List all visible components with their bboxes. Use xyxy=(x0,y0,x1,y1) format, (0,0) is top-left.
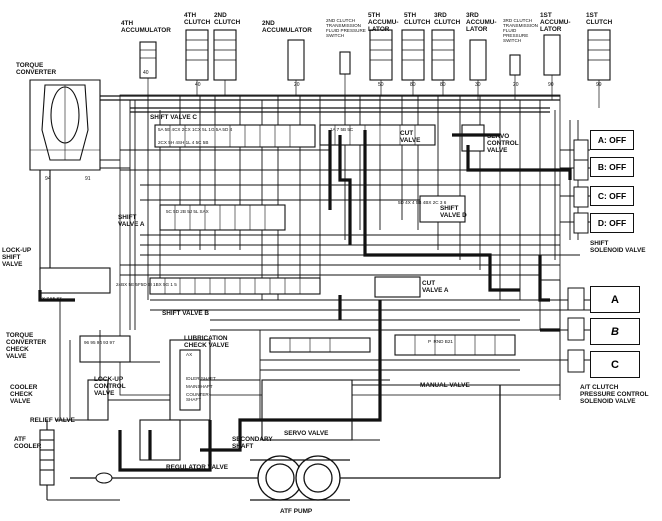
servo-valve-label: SERVO VALVE xyxy=(284,430,329,437)
clutch-1st-label: 1ST CLUTCH xyxy=(586,12,613,26)
shift-valve-d-label: SHIFT VALVE D xyxy=(440,205,467,219)
lube-mainshaft-label: MAINSHAFT xyxy=(186,384,213,389)
accumulator-1st-label: 1ST ACCUMU- LATOR xyxy=(540,12,571,33)
lube-ax-label: AX xyxy=(186,352,193,357)
accumulator-3rd-label: 3RD ACCUMU- LATOR xyxy=(466,12,497,33)
line-number: 80 xyxy=(440,82,446,88)
lube-idler-shaft-label: IDLER SHAFT xyxy=(186,376,216,381)
servo-control-valve-label: SERVO CONTROL VALVE xyxy=(487,133,519,154)
pressure-control-c: C xyxy=(590,351,640,378)
atf-pump-label: ATF PUMP xyxy=(280,508,313,515)
lockup-shift-valve-ports: X 7 55 83 xyxy=(42,296,62,301)
lube-countershaft-label: COUNTER- SHAFT xyxy=(186,392,211,402)
cut-valve-a-label: CUT VALVE A xyxy=(422,280,449,294)
cut-valve-ports: 1A 7 5B 5C xyxy=(330,127,354,132)
pressure-control-a: A xyxy=(590,286,640,313)
relief-valve-label: RELIEF VALVE xyxy=(30,417,75,424)
manual-valve-label: MANUAL VALVE xyxy=(420,382,470,389)
line-number: 50 xyxy=(378,82,384,88)
accumulator-2nd-label: 2ND ACCUMULATOR xyxy=(262,20,312,34)
shift-solenoid-valve-label: SHIFT SOLENOID VALVE xyxy=(590,240,646,254)
lubrication-check-valve-label: LUBRICATION CHECK VALVE xyxy=(184,335,229,349)
tc-check-valve-label: TORQUE CONVERTER CHECK VALVE xyxy=(6,332,47,360)
solenoid-c-state: C: OFF xyxy=(590,186,634,206)
shift-valve-d-ports: 5D 4X 4 5B 4BX 2C 3 6 xyxy=(398,200,447,205)
accumulator-5th-label: 5TH ACCUMU- LATOR xyxy=(368,12,399,33)
solenoid-d-state: D: OFF xyxy=(590,213,634,233)
shift-valve-b-ports: 24BX 5E 5F5D 5I 1BX 5G 1 5 xyxy=(116,282,177,287)
at-clutch-pcsv-label: A/T CLUTCH PRESSURE CONTROL SOLENOID VAL… xyxy=(580,384,649,405)
clutch-4th-label: 4TH CLUTCH xyxy=(184,12,211,26)
line-number: 40 xyxy=(195,82,201,88)
shift-valve-c-ports-lower: 2CX 5H 4SH 1L 4 5C 5B xyxy=(158,140,209,145)
cut-valve-label: CUT VALVE xyxy=(400,130,421,144)
line-number: 91 xyxy=(85,176,91,182)
shift-valve-c-ports: 5A 5E 4CX 2CX 1CX 5L 1G 5A 5D 4 xyxy=(158,127,233,132)
line-number: 80 xyxy=(410,82,416,88)
lockup-shift-valve-label: LOCK-UP SHIFT VALVE xyxy=(2,247,32,268)
line-number: 90 xyxy=(548,82,554,88)
shift-valve-c-label: SHIFT VALVE C xyxy=(150,114,197,121)
pressure-switch-3rd-label: 3RD CLUTCH TRANSMISSION FLUID PRESSURE S… xyxy=(503,18,538,43)
clutch-3rd-label: 3RD CLUTCH xyxy=(434,12,461,26)
clutch-2nd-label: 2ND CLUTCH xyxy=(214,12,241,26)
shift-valve-a-ports: 5C 5D 2B 5J 5L SAX xyxy=(166,209,209,214)
solenoid-b-state: B: OFF xyxy=(590,157,634,177)
atf-cooler-label: ATF COOLER xyxy=(14,436,42,450)
line-number: 20 xyxy=(294,82,300,88)
line-number: 99 xyxy=(596,82,602,88)
line-number: 94 xyxy=(45,176,51,182)
shift-valve-a-label: SHIFT VALVE A xyxy=(118,214,145,228)
cooler-check-valve-label: COOLER CHECK VALVE xyxy=(10,384,38,405)
accumulator-4th-label: 4TH ACCUMULATOR xyxy=(121,20,171,34)
torque-converter-label: TORQUE CONVERTER xyxy=(16,62,57,76)
pressure-switch-2nd-label: 2ND CLUTCH TRANSMISSION FLUID PRESSURE S… xyxy=(326,18,366,38)
solenoid-a-state: A: OFF xyxy=(590,130,634,150)
line-number: 40 xyxy=(143,70,149,76)
manual-valve-positions: P RND B21 xyxy=(428,339,453,344)
lockup-control-ports: 96 95 94 93 97 xyxy=(84,340,115,345)
secondary-shaft-label: SECONDARY SHAFT xyxy=(232,436,273,450)
shift-valve-b-label: SHIFT VALVE B xyxy=(162,310,209,317)
pressure-control-b: B xyxy=(590,318,640,345)
regulator-valve-label: REGULATOR VALVE xyxy=(166,464,229,471)
clutch-5th-label: 5TH CLUTCH xyxy=(404,12,431,26)
line-number: 20 xyxy=(513,82,519,88)
line-number: 30 xyxy=(475,82,481,88)
lockup-control-valve-label: LOCK-UP CONTROL VALVE xyxy=(94,376,126,397)
